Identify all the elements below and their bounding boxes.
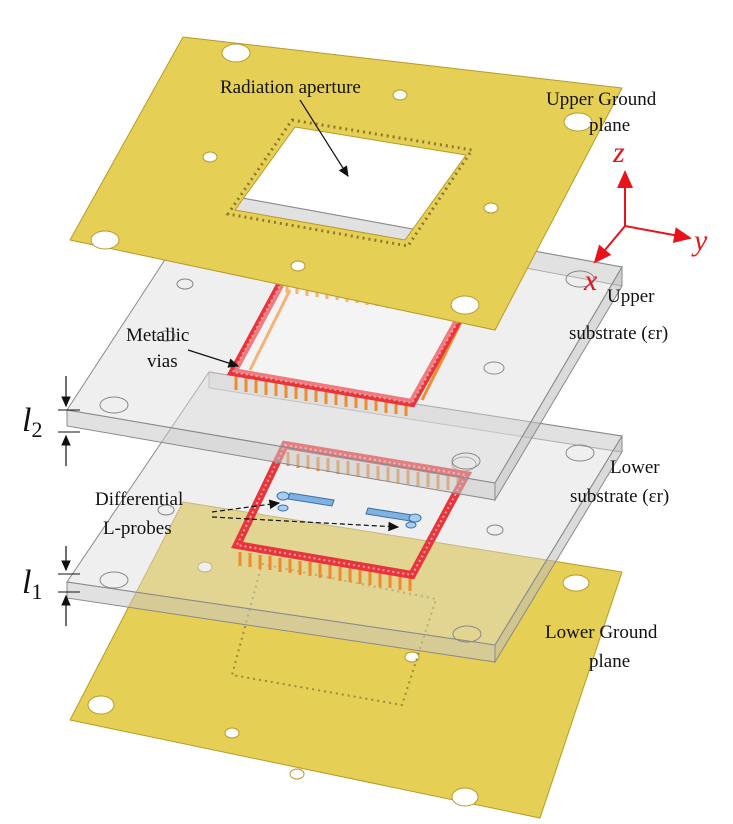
mounting-hole [404,651,420,663]
mounting-hole [87,695,115,715]
lower-ground-plane [69,501,623,819]
substrate-hole [452,625,482,643]
mounting-hole [197,561,213,573]
substrate-hole [451,452,481,470]
label-metallic-vias-line1: Metallic [126,325,189,346]
label-upper-ground-line2: plane [589,115,630,136]
mounting-hole [289,768,305,780]
label-differential-line1: Differential [95,489,183,510]
mounting-hole [290,260,306,272]
label-differential-line2: L-probes [103,518,172,539]
mounting-hole [562,574,590,592]
dimension-l1-icon [58,546,80,626]
callout-arrow-vias [187,349,240,368]
dimension-l2-icon [58,376,80,466]
axis-label-y: y [691,224,708,257]
mounting-hole [90,230,120,250]
dimension-l1-label: l1 [22,564,42,604]
substrate-hole [99,396,129,414]
upper-ground-plane [69,36,623,331]
substrate-hole [176,278,194,290]
callout-arrow-probe-left [211,499,281,513]
label-lower-ground-line1: Lower Ground [545,622,658,643]
dimension-l2-label: l2 [22,402,42,442]
l-probe-left [276,491,335,512]
label-lower-substrate-line1: Lower [610,457,660,478]
mounting-hole [563,112,593,132]
label-radiation-aperture: Radiation aperture [220,77,361,98]
mounting-hole [224,727,240,739]
differential-l-probes [276,491,422,529]
mounting-hole [483,202,499,214]
label-lower-ground-line2: plane [589,651,630,672]
substrate-hole [156,330,176,342]
lower-via-footprint [230,562,438,707]
callout-arrow-probe-right [211,516,400,532]
label-upper-ground-line1: Upper Ground [546,89,657,110]
substrate-hole [483,361,505,375]
aperture-via-footprint [225,118,475,248]
label-upper-substrate-line1: Upper [607,286,655,307]
coordinate-axis-icon: z y x [583,136,708,297]
substrate-hole [486,524,504,536]
axis-label-x: x [583,264,598,297]
label-metallic-vias-line2: vias [147,351,178,372]
mounting-hole [451,787,479,807]
l-probe-right [365,507,422,529]
axis-label-z: z [612,136,625,169]
mounting-hole [202,151,218,163]
callout-arrow-aperture [299,99,349,178]
label-lower-substrate-line2: substrate (εr) [570,486,669,507]
mounting-hole [392,89,408,101]
substrate-hole [99,571,129,589]
substrate-hole [565,444,595,462]
substrate-hole [565,270,595,288]
mounting-hole [450,295,480,315]
label-upper-substrate-line2: substrate (εr) [569,323,668,344]
substrate-hole [157,504,175,516]
mounting-hole [221,43,251,63]
